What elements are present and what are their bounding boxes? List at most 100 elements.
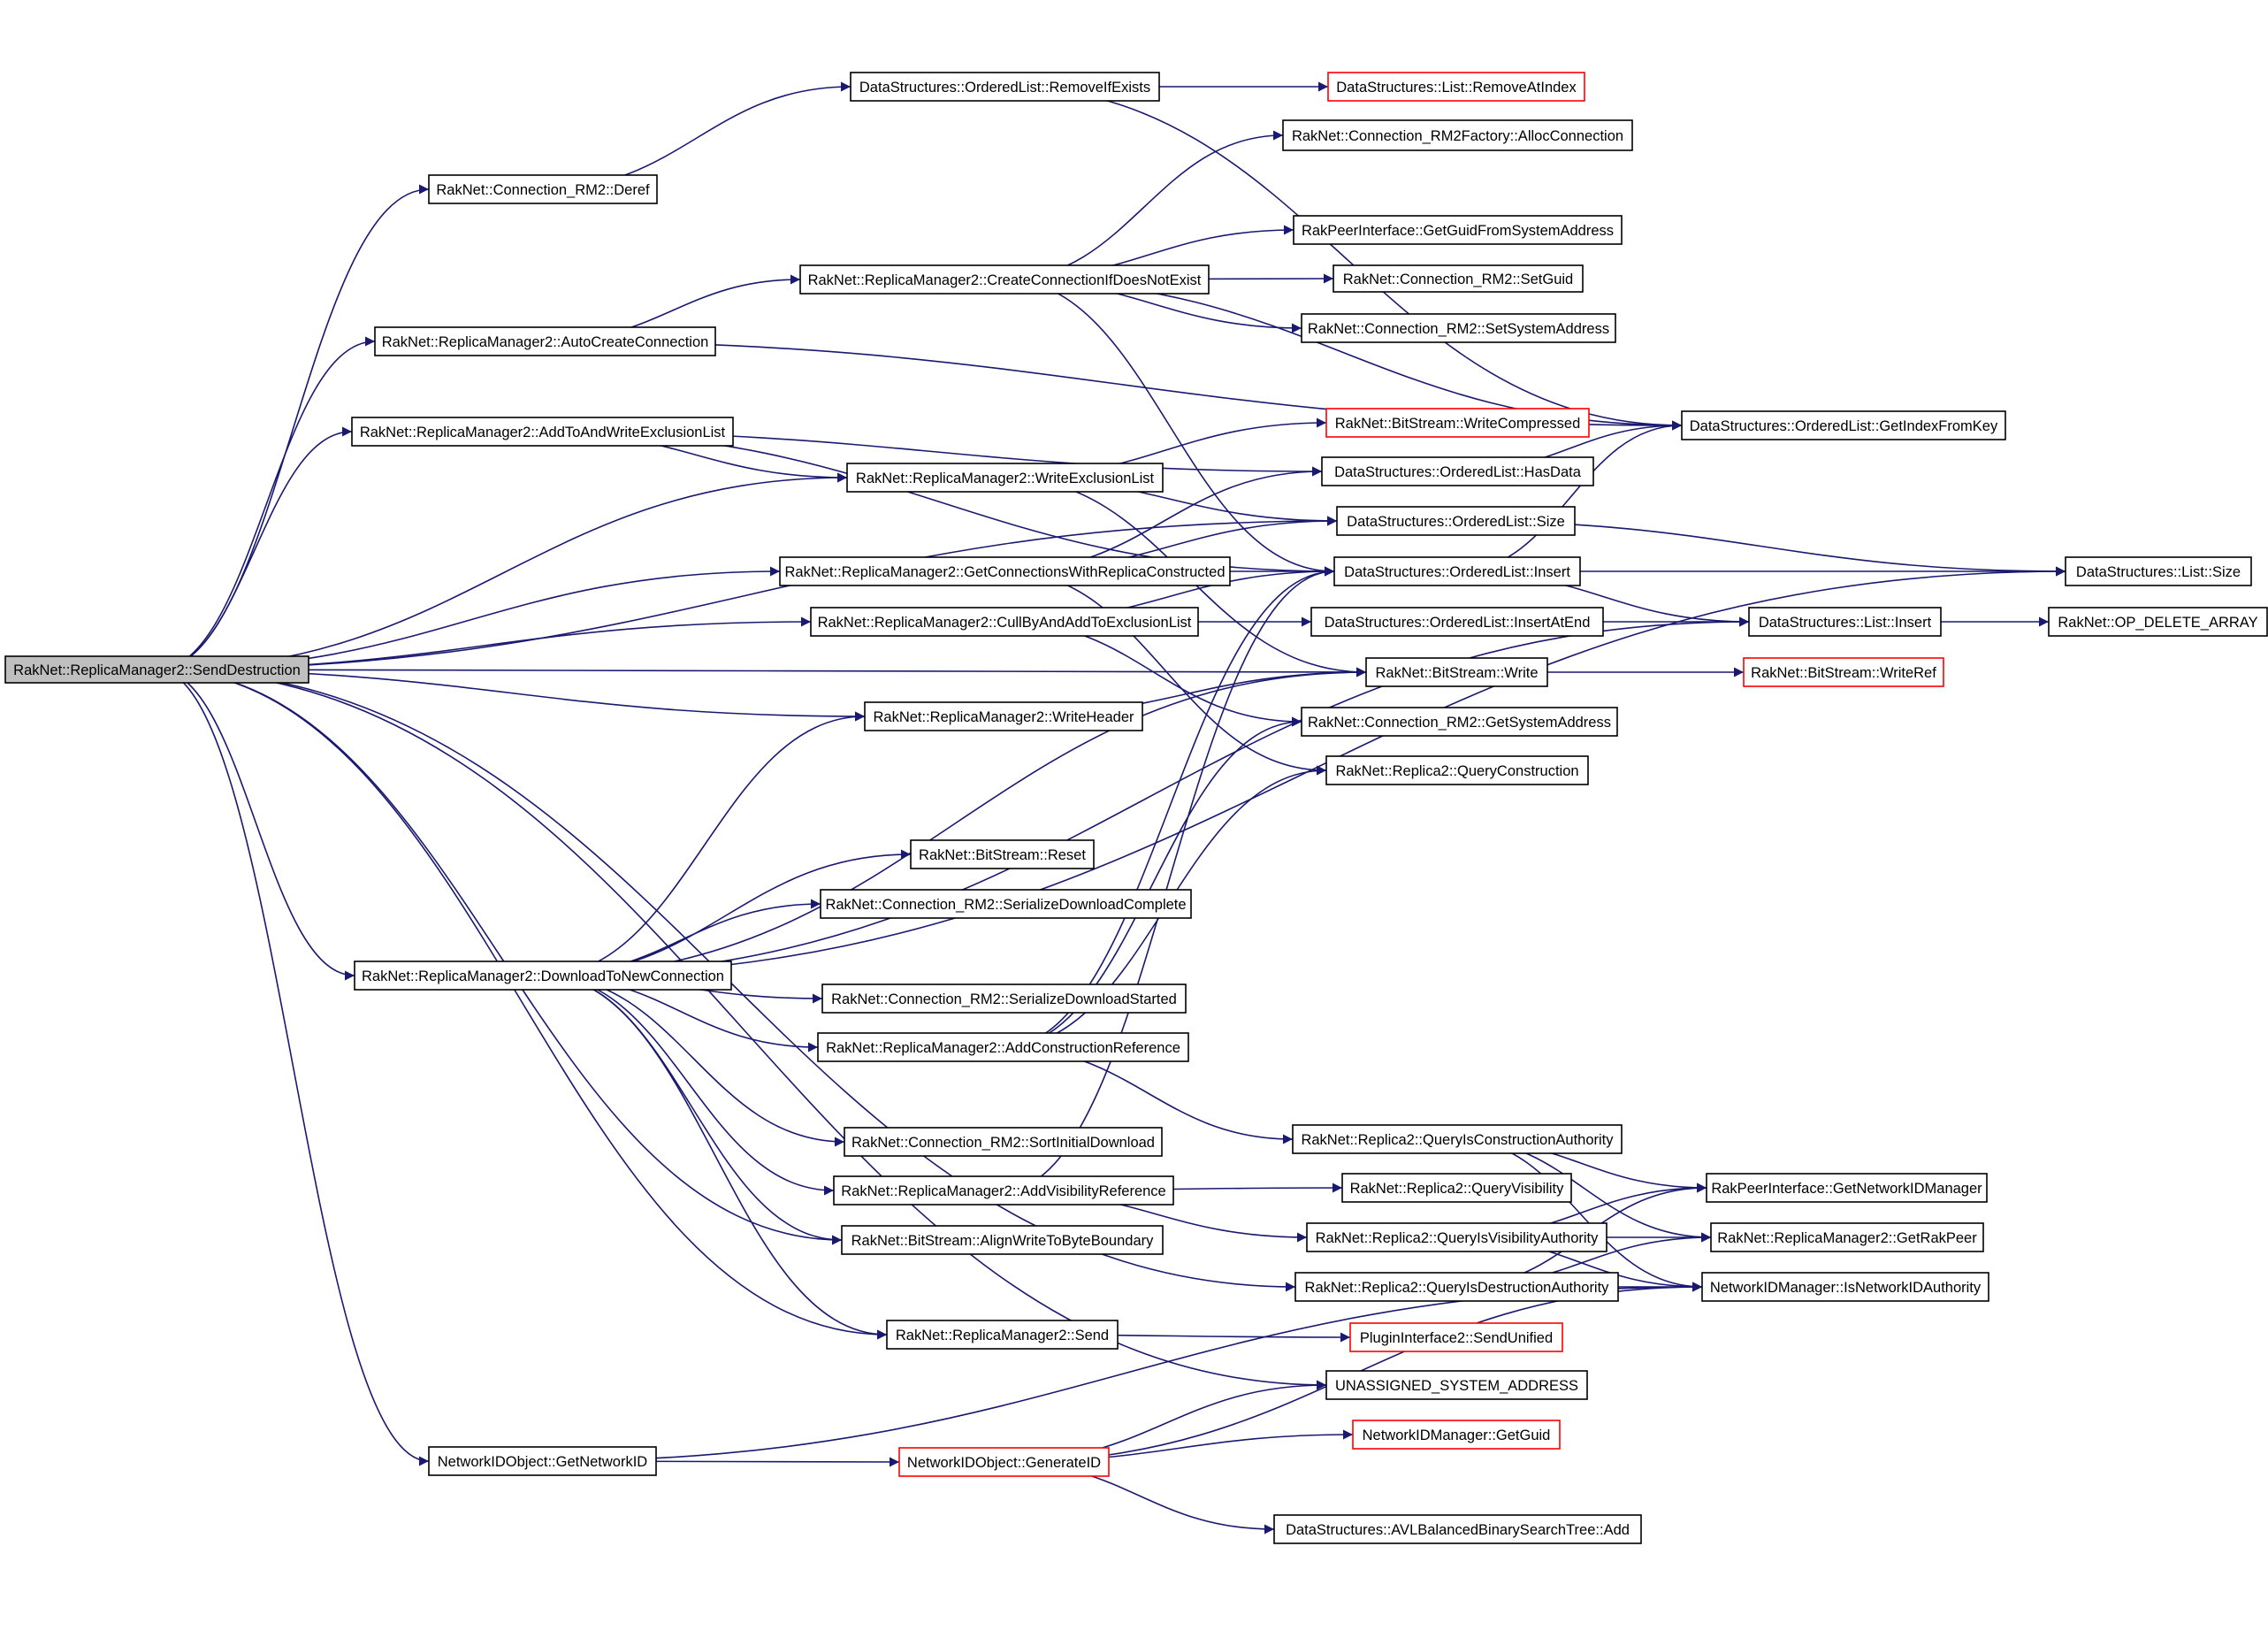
edge-line — [157, 336, 376, 670]
node-box — [821, 984, 1187, 1014]
edge-line — [1003, 716, 1302, 1048]
node-plugininterface2-sendunified[interactable]: PluginInterface2::SendUnified — [1349, 1322, 1563, 1352]
node-raknet-replica2-queryisdestructionauthority[interactable]: RakNet::Replica2::QueryIsDestructionAuth… — [1294, 1272, 1619, 1302]
node-raknet-op-delete-array[interactable]: RakNet::OP_DELETE_ARRAY — [2048, 607, 2268, 637]
node-label: RakNet::ReplicaManager2::DownloadToNewCo… — [362, 968, 724, 984]
edge-raknet-replicamanager2-createconnectionifdoesnotexist-to-datastructures-orderedlist-getindexfromkey — [1004, 279, 1683, 431]
node-raknet-connection-rm2-deref[interactable]: RakNet::Connection_RM2::Deref — [428, 174, 658, 204]
node-networkidobject-getnetworkid[interactable]: NetworkIDObject::GetNetworkID — [428, 1446, 657, 1476]
node-raknet-replica2-queryvisibility[interactable]: RakNet::Replica2::QueryVisibility — [1341, 1173, 1572, 1203]
edge-raknet-replicamanager2-senddestruction-to-raknet-replicamanager2-send — [157, 669, 888, 1340]
node-label: RakNet::Connection_RM2::SetGuid — [1343, 272, 1573, 287]
node-raknet-connection-rm2factory-allocconnection[interactable]: RakNet::Connection_RM2Factory::AllocConn… — [1282, 119, 1633, 151]
node-raknet-connection-rm2-sortinitialdownload[interactable]: RakNet::Connection_RM2::SortInitialDownl… — [844, 1127, 1163, 1157]
node-box — [799, 264, 1210, 295]
node-label: RakNet::Connection_RM2::SerializeDownloa… — [831, 991, 1177, 1007]
node-datastructures-orderedlist-hasdata[interactable]: DataStructures::OrderedList::HasData — [1321, 456, 1594, 486]
node-raknet-connection-rm2-serializedownloadcomplete[interactable]: RakNet::Connection_RM2::SerializeDownloa… — [820, 889, 1192, 919]
node-datastructures-orderedlist-size[interactable]: DataStructures::OrderedList::Size — [1336, 506, 1576, 536]
edge-line — [1004, 279, 1335, 577]
node-datastructures-orderedlist-insertatend[interactable]: DataStructures::OrderedList::InsertAtEnd — [1310, 607, 1604, 637]
node-label: DataStructures::List::Size — [2076, 564, 2241, 580]
node-raknet-replicamanager2-addtoandwriteexclusionlist[interactable]: RakNet::ReplicaManager2::AddToAndWriteEx… — [351, 417, 734, 447]
edge-line — [542, 616, 1750, 976]
node-raknet-connection-rm2-setsystemaddress[interactable]: RakNet::Connection_RM2::SetSystemAddress — [1301, 313, 1616, 343]
node-label: DataStructures::List::RemoveAtIndex — [1336, 80, 1577, 96]
node-raknet-replica2-queryconstruction[interactable]: RakNet::Replica2::QueryConstruction — [1325, 755, 1589, 785]
node-label: RakNet::OP_DELETE_ARRAY — [2058, 615, 2257, 631]
node-box — [1341, 1173, 1572, 1203]
edge-raknet-replicamanager2-downloadtonewconnection-to-raknet-bitstream-write — [542, 667, 1367, 976]
node-box — [910, 839, 1095, 869]
edge-line — [157, 669, 1327, 1390]
node-box — [1306, 1222, 1607, 1252]
node-unassigned-system-address[interactable]: UNASSIGNED_SYSTEM_ADDRESS — [1325, 1370, 1588, 1400]
node-datastructures-orderedlist-insert[interactable]: DataStructures::OrderedList::Insert — [1333, 556, 1581, 586]
edge-raknet-replicamanager2-createconnectionifdoesnotexist-to-raknet-connection-rm2factory-allocconnection — [1004, 130, 1284, 280]
edge-line — [1004, 86, 1683, 431]
node-raknet-replicamanager2-addconstructionreference[interactable]: RakNet::ReplicaManager2::AddConstruction… — [817, 1032, 1189, 1062]
node-raknet-connection-rm2-setguid[interactable]: RakNet::Connection_RM2::SetGuid — [1333, 264, 1584, 293]
node-box — [779, 556, 1231, 586]
node-datastructures-orderedlist-getindexfromkey[interactable]: DataStructures::OrderedList::GetIndexFro… — [1681, 410, 2006, 440]
node-raknet-replicamanager2-writeexclusionlist[interactable]: RakNet::ReplicaManager2::WriteExclusionL… — [846, 463, 1164, 493]
edge-line — [157, 566, 781, 670]
node-label: RakPeerInterface::GetNetworkIDManager — [1711, 1181, 1982, 1197]
node-label: RakNet::ReplicaManager2::GetConnectionsW… — [785, 564, 1226, 580]
node-raknet-replicamanager2-getrakpeer[interactable]: RakNet::ReplicaManager2::GetRakPeer — [1710, 1222, 1984, 1252]
node-label: RakNet::BitStream::Reset — [919, 847, 1086, 863]
node-raknet-bitstream-writecompressed[interactable]: RakNet::BitStream::WriteCompressed — [1325, 408, 1590, 438]
node-networkidmanager-isnetworkidauthority[interactable]: NetworkIDManager::IsNetworkIDAuthority — [1701, 1272, 1989, 1302]
node-networkidobject-generateid[interactable]: NetworkIDObject::GenerateID — [898, 1447, 1110, 1477]
node-raknet-replicamanager2-getconnectionswithreplicaconstructed[interactable]: RakNet::ReplicaManager2::GetConnectionsW… — [779, 556, 1231, 586]
node-raknet-replicamanager2-addvisibilityreference[interactable]: RakNet::ReplicaManager2::AddVisibilityRe… — [833, 1175, 1174, 1206]
edge-layer — [157, 81, 2066, 1535]
node-datastructures-orderedlist-removeifexists[interactable]: DataStructures::OrderedList::RemoveIfExi… — [850, 72, 1160, 102]
node-label: NetworkIDObject::GetNetworkID — [438, 1454, 648, 1470]
node-datastructures-list-insert[interactable]: DataStructures::List::Insert — [1748, 607, 1942, 637]
node-datastructures-list-removeatindex[interactable]: DataStructures::List::RemoveAtIndex — [1327, 72, 1585, 102]
node-raknet-bitstream-reset[interactable]: RakNet::BitStream::Reset — [910, 839, 1095, 869]
node-raknet-bitstream-writeref[interactable]: RakNet::BitStream::WriteRef — [1743, 657, 1944, 687]
node-raknet-replicamanager2-cullbyandaddtoexclusionlist[interactable]: RakNet::ReplicaManager2::CullByAndAddToE… — [810, 607, 1199, 637]
node-datastructures-list-size[interactable]: DataStructures::List::Size — [2065, 556, 2252, 586]
node-raknet-bitstream-alignwritetobyteboundary[interactable]: RakNet::BitStream::AlignWriteToByteBound… — [841, 1225, 1164, 1255]
edge-line — [542, 667, 1367, 976]
node-label: RakNet::ReplicaManager2::GetRakPeer — [1717, 1230, 1977, 1246]
node-box — [1365, 657, 1548, 687]
node-raknet-connection-rm2-getsystemaddress[interactable]: RakNet::Connection_RM2::GetSystemAddress — [1301, 707, 1618, 737]
node-label: DataStructures::OrderedList::InsertAtEnd — [1325, 615, 1591, 631]
edge-line — [1003, 566, 1335, 1048]
edge-raknet-replicamanager2-senddestruction-to-raknet-bitstream-write — [157, 667, 1367, 677]
node-box — [1336, 506, 1576, 536]
node-label: RakNet::Replica2::QueryIsDestructionAuth… — [1305, 1280, 1610, 1296]
edge-raknet-replicamanager2-createconnectionifdoesnotexist-to-datastructures-orderedlist-insert — [1004, 279, 1335, 577]
edge-line — [157, 472, 848, 670]
node-networkidmanager-getguid[interactable]: NetworkIDManager::GetGuid — [1352, 1420, 1561, 1450]
node-rakpeerinterface-getnetworkidmanager[interactable]: RakPeerInterface::GetNetworkIDManager — [1706, 1173, 1988, 1203]
node-raknet-replicamanager2-downloadtonewconnection[interactable]: RakNet::ReplicaManager2::DownloadToNewCo… — [354, 961, 732, 991]
node-label: RakNet::Replica2::QueryConstruction — [1335, 763, 1578, 779]
node-raknet-replicamanager2-autocreateconnection[interactable]: RakNet::ReplicaManager2::AutoCreateConne… — [374, 326, 716, 356]
node-box — [354, 961, 732, 991]
node-raknet-bitstream-write[interactable]: RakNet::BitStream::Write — [1365, 657, 1548, 687]
node-raknet-replica2-queryisconstructionauthority[interactable]: RakNet::Replica2::QueryIsConstructionAut… — [1292, 1124, 1623, 1154]
node-raknet-replicamanager2-send[interactable]: RakNet::ReplicaManager2::Send — [886, 1320, 1119, 1350]
node-box — [428, 1446, 657, 1476]
node-label: DataStructures::OrderedList::Insert — [1344, 564, 1570, 580]
node-rakpeerinterface-getguidfromsystemaddress[interactable]: RakPeerInterface::GetGuidFromSystemAddre… — [1293, 215, 1623, 245]
node-box — [1301, 707, 1618, 737]
node-raknet-connection-rm2-serializedownloadstarted[interactable]: RakNet::Connection_RM2::SerializeDownloa… — [821, 984, 1187, 1014]
node-box — [841, 1225, 1164, 1255]
edge-line — [1003, 566, 1335, 1191]
node-box — [1273, 1514, 1642, 1544]
node-label: RakNet::ReplicaManager2::SendDestruction — [13, 662, 301, 678]
edge-raknet-replicamanager2-downloadtonewconnection-to-raknet-replicamanager2-addvisibilityreference — [542, 975, 835, 1196]
node-raknet-replicamanager2-writeheader[interactable]: RakNet::ReplicaManager2::WriteHeader — [864, 701, 1143, 731]
node-label: DataStructures::OrderedList::HasData — [1334, 464, 1582, 480]
node-raknet-replicamanager2-createconnectionifdoesnotexist[interactable]: RakNet::ReplicaManager2::CreateConnectio… — [799, 264, 1210, 295]
node-datastructures-avlbalancedbinarysearchtree-add[interactable]: DataStructures::AVLBalancedBinarySearchT… — [1273, 1514, 1642, 1544]
node-box — [374, 326, 716, 356]
node-raknet-replica2-queryisvisibilityauthority[interactable]: RakNet::Replica2::QueryIsVisibilityAutho… — [1306, 1222, 1607, 1252]
